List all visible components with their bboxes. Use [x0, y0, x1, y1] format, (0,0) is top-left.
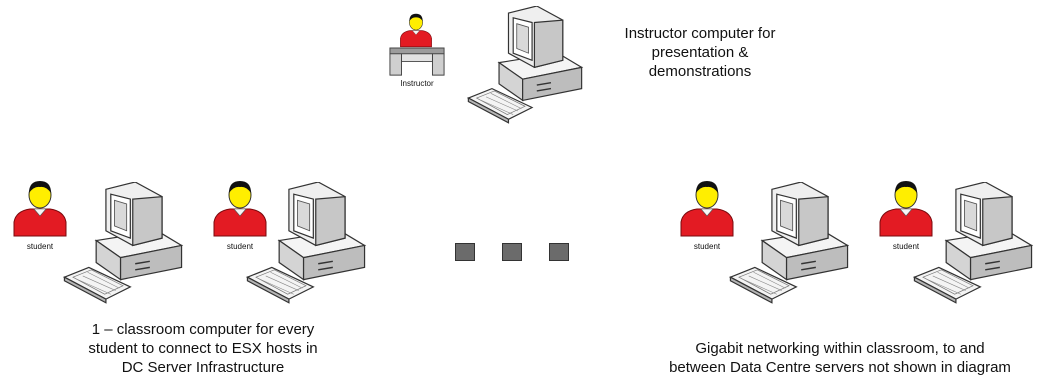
student-caption-line: DC Server Infrastructure [121, 359, 285, 376]
instructor-desk-icon [388, 44, 446, 82]
student-caption-line: 1 – classroom computer for every [91, 321, 315, 338]
instructor-caption: Instructor computer for presentation & d… [610, 24, 790, 81]
instructor-computer-icon [466, 6, 584, 124]
instructor-person-icon [398, 12, 434, 48]
student-computer-icon [728, 182, 850, 304]
ellipsis-square [455, 243, 475, 261]
ellipsis-square [502, 243, 522, 261]
instructor-caption-line: Instructor computer for [624, 25, 776, 42]
networking-caption-line: between Data Centre servers not shown in… [669, 359, 1011, 376]
instructor-label: Instructor [400, 79, 434, 88]
student-computer-caption: 1 – classroom computer for every student… [28, 320, 378, 377]
networking-caption-line: Gigabit networking within classroom, to … [695, 340, 985, 357]
student-computer-icon [912, 182, 1034, 304]
student-label: student [226, 242, 254, 251]
student-person-icon [10, 178, 70, 238]
student-computer-icon [62, 182, 184, 304]
student-caption-line: student to connect to ESX hosts in [88, 340, 318, 357]
student-label: student [26, 242, 54, 251]
instructor-caption-line: presentation & [651, 44, 749, 61]
student-label: student [892, 242, 920, 251]
ellipsis-square [549, 243, 569, 261]
networking-caption: Gigabit networking within classroom, to … [640, 339, 1040, 377]
student-label: student [693, 242, 721, 251]
student-computer-icon [245, 182, 367, 304]
instructor-caption-line: demonstrations [648, 63, 752, 80]
